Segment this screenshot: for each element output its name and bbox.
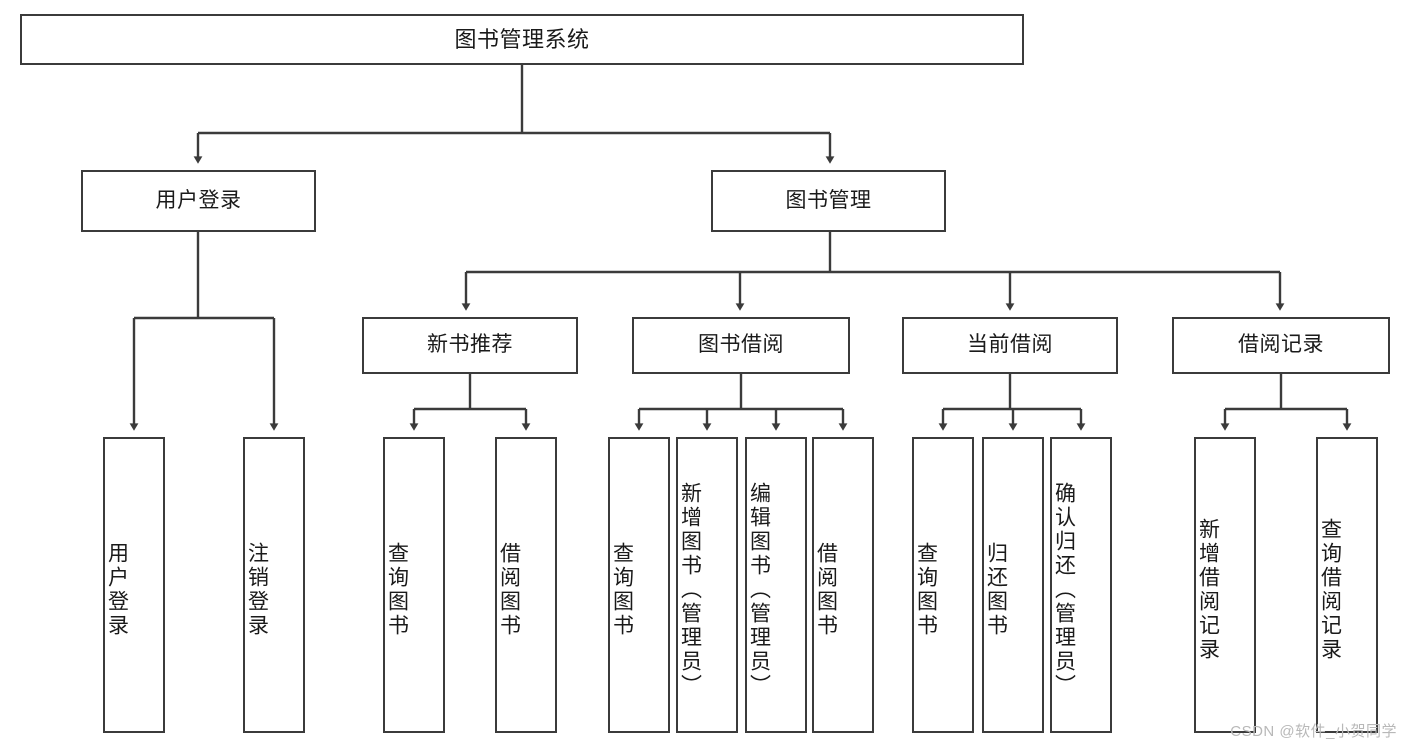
node-user-login[interactable]: 用户登录 (81, 170, 316, 232)
node-leaf-confirm-return[interactable]: 确认归还（管理员） (1050, 437, 1112, 733)
watermark-text: CSDN @软件_小贺同学 (1230, 723, 1397, 740)
node-label: 图书管理系统 (454, 26, 590, 52)
node-label: 新增图书（管理员） (678, 482, 702, 698)
node-label: 图书管理 (785, 188, 872, 212)
node-label: 查询借阅记录 (1318, 518, 1342, 662)
node-label: 归还图书 (984, 542, 1008, 638)
node-label: 编辑图书（管理员） (747, 482, 771, 698)
node-label: 借阅记录 (1238, 333, 1324, 357)
node-label: 用户登录 (105, 542, 129, 638)
node-label: 新书推荐 (427, 333, 513, 357)
node-leaf-add-book[interactable]: 新增图书（管理员） (676, 437, 738, 733)
node-new-book-recommend[interactable]: 新书推荐 (362, 317, 578, 374)
node-leaf-query-book-2[interactable]: 查询图书 (608, 437, 670, 733)
node-leaf-add-record[interactable]: 新增借阅记录 (1194, 437, 1256, 733)
node-label: 确认归还（管理员） (1052, 482, 1076, 698)
node-leaf-query-book-3[interactable]: 查询图书 (912, 437, 974, 733)
node-leaf-borrow-book-2[interactable]: 借阅图书 (812, 437, 874, 733)
node-leaf-query-record[interactable]: 查询借阅记录 (1316, 437, 1378, 733)
node-label: 图书借阅 (698, 333, 784, 357)
node-leaf-logout[interactable]: 注销登录 (243, 437, 305, 733)
node-leaf-borrow-book-1[interactable]: 借阅图书 (495, 437, 557, 733)
node-label: 查询图书 (914, 542, 938, 638)
node-label: 注销登录 (245, 542, 269, 638)
node-leaf-edit-book[interactable]: 编辑图书（管理员） (745, 437, 807, 733)
node-leaf-user-login[interactable]: 用户登录 (103, 437, 165, 733)
node-root-system[interactable]: 图书管理系统 (20, 14, 1024, 65)
node-label: 查询图书 (385, 542, 409, 638)
node-leaf-query-book-1[interactable]: 查询图书 (383, 437, 445, 733)
node-book-borrow[interactable]: 图书借阅 (632, 317, 850, 374)
node-leaf-return-book[interactable]: 归还图书 (982, 437, 1044, 733)
node-current-borrow[interactable]: 当前借阅 (902, 317, 1118, 374)
node-label: 借阅图书 (814, 542, 838, 638)
node-book-management[interactable]: 图书管理 (711, 170, 946, 232)
node-label: 借阅图书 (497, 542, 521, 638)
node-borrow-record[interactable]: 借阅记录 (1172, 317, 1390, 374)
node-label: 新增借阅记录 (1196, 518, 1220, 662)
node-label: 用户登录 (155, 188, 242, 212)
node-label: 查询图书 (610, 542, 634, 638)
node-label: 当前借阅 (967, 333, 1053, 357)
